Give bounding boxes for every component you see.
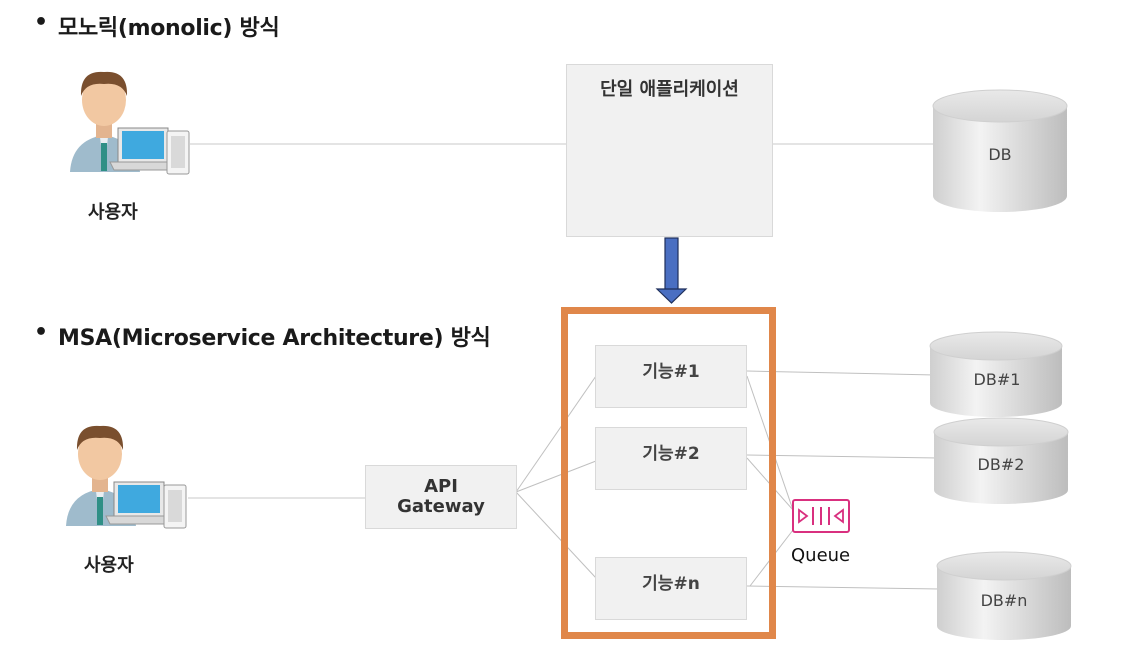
dbn-label: DB#n <box>980 591 1028 610</box>
down-arrow-icon <box>655 237 688 304</box>
msa-section-heading: MSA(Microservice Architecture) 방식 <box>58 326 491 351</box>
mono-section-heading: 모노릭(monolic) 방식 <box>58 16 280 41</box>
person-with-laptop-icon <box>66 425 187 529</box>
db-icon-mono <box>932 89 1068 212</box>
gateway-fn1-line <box>515 375 597 493</box>
monolithic-app-box: 단일 애플리케이션 <box>566 64 773 237</box>
db-icon-n <box>936 551 1072 640</box>
db1-label: DB#1 <box>973 370 1021 389</box>
monolithic-app-label: 단일 애플리케이션 <box>600 79 739 100</box>
function-box-n: 기능#n <box>595 557 747 620</box>
fnn-dbn-line <box>746 585 941 590</box>
function-box-1: 기능#1 <box>595 345 747 408</box>
fn2-db2-line <box>746 454 939 459</box>
gateway-fnn-line <box>515 491 597 579</box>
gateway-fn2-line <box>515 460 597 493</box>
mono-db-label: DB <box>988 145 1012 164</box>
msa-container-frame <box>561 307 776 639</box>
function-box-2: 기능#2 <box>595 427 747 490</box>
msa-user-label: 사용자 <box>84 555 134 576</box>
function-label-n: 기능#n <box>642 574 700 594</box>
api-gateway-label-line2: Gateway <box>397 496 485 517</box>
queue-label: Queue <box>791 545 851 566</box>
function-label-2: 기능#2 <box>642 444 700 464</box>
msa-heading-bullet: • <box>34 320 49 345</box>
function-label-1: 기능#1 <box>642 362 700 382</box>
person-with-laptop-icon <box>70 71 190 175</box>
message-queue-icon <box>792 499 850 533</box>
db2-label: DB#2 <box>977 455 1025 474</box>
mono-user-label: 사용자 <box>88 202 138 223</box>
api-gateway-label-line1: API <box>424 476 458 497</box>
db-icon-2 <box>933 417 1069 504</box>
mono-heading-bullet: • <box>34 10 49 35</box>
api-gateway-box: API Gateway <box>365 465 517 529</box>
db-icon-1 <box>929 331 1063 417</box>
fn1-db1-line <box>746 370 936 376</box>
